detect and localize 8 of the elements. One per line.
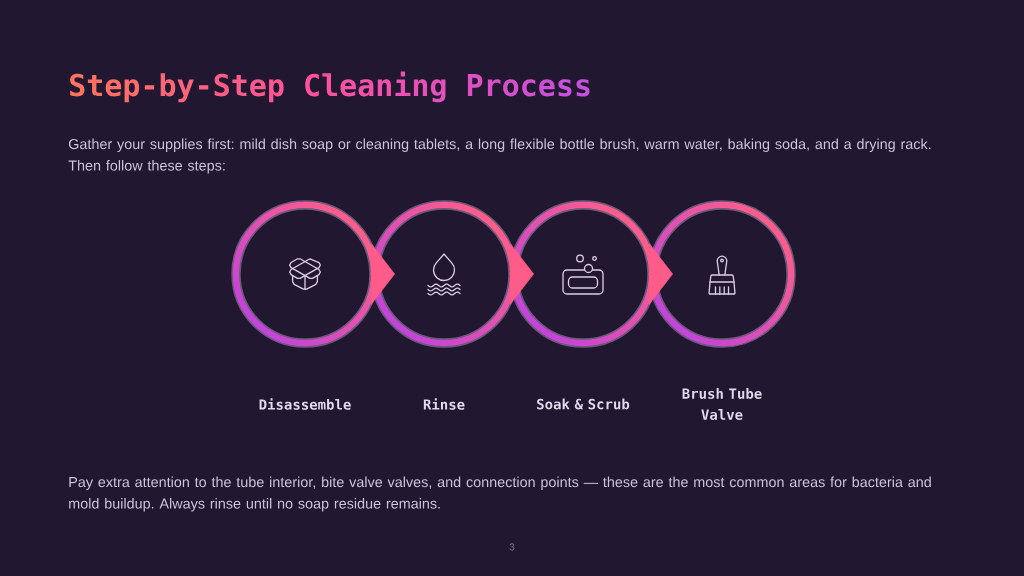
step-label: Rinse xyxy=(423,398,465,410)
title: Step-by-Step Cleaning Process xyxy=(70,71,590,103)
paragraph: Gather your supplies first: mild dish soap or cleaning tablets, a long flexible bottle brush, warm water, baking soda, and a drying rack. Then follow these steps: xyxy=(68,138,931,174)
step-label: Disassemble xyxy=(259,398,351,410)
step-label: Brush Tube Valve xyxy=(682,388,762,420)
step-label: Soak & Scrub xyxy=(537,398,630,410)
page-number: 3 xyxy=(509,543,515,551)
paragraph: Pay extra attention to the tube interior, bite valve valves, and connection points — these are the most common areas for bacteria and mold buildup. Always rinse until no soap residue remains. xyxy=(69,476,931,512)
